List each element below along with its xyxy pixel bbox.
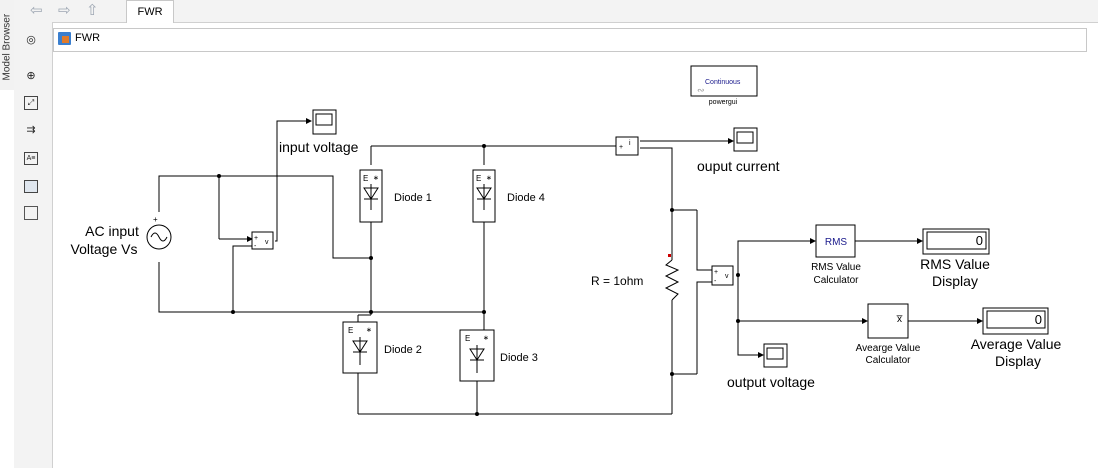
ac-voltage-source[interactable]: +	[146, 215, 172, 250]
zoom-in-icon[interactable]: ⊕	[26, 70, 36, 82]
svg-text:∗: ∗	[486, 175, 492, 182]
svg-text:v: v	[265, 239, 269, 246]
wire-junctions	[217, 144, 740, 416]
fit-view-icon[interactable]: ⤢	[24, 96, 38, 110]
diode-3[interactable]: E ∗	[459, 329, 495, 382]
top-toolbar: ⇦ ⇨ ⇧ FWR	[14, 0, 1098, 23]
scope-output-current[interactable]	[733, 127, 758, 152]
rms-calculator-block[interactable]: RMS	[815, 224, 856, 258]
rms-display-label-2: Display	[932, 273, 978, 289]
arrow-right-icon[interactable]: ⇉	[26, 124, 36, 136]
ac-source-label-1: AC input	[85, 223, 139, 239]
hide-browser-icon[interactable]: ◎	[26, 34, 36, 46]
svg-text:E: E	[465, 334, 470, 343]
diagram-svg: + AC input Voltage Vs + - v input voltag…	[71, 65, 1062, 416]
svg-text:∗: ∗	[366, 327, 372, 334]
diode-4[interactable]: E ∗	[472, 169, 496, 223]
svg-text:-: -	[714, 278, 717, 285]
image-icon[interactable]	[24, 180, 38, 193]
powergui-label: powergui	[709, 99, 738, 106]
diode-1-label: Diode 1	[394, 192, 432, 204]
tab-fwr[interactable]: FWR	[126, 0, 174, 23]
diode-2-label: Diode 2	[384, 344, 422, 356]
forward-arrow-icon[interactable]: ⇨	[58, 2, 71, 19]
rms-calc-label-2: Calculator	[813, 275, 859, 286]
svg-text:∗: ∗	[483, 335, 489, 342]
average-display-block[interactable]: 0	[982, 307, 1049, 335]
avg-display-value: 0	[1035, 312, 1042, 327]
input-voltage-label: input voltage	[279, 139, 359, 155]
diode-1[interactable]: E ∗	[359, 169, 383, 223]
rms-display-block[interactable]: 0	[922, 228, 990, 255]
powergui-block[interactable]: Continuous ∾	[690, 65, 758, 97]
svg-text:E: E	[348, 326, 353, 335]
back-arrow-icon[interactable]: ⇦	[30, 2, 43, 19]
avg-calc-label-2: Calculator	[865, 355, 911, 366]
svg-text:E: E	[476, 174, 481, 183]
svg-text:x̅: x̅	[896, 314, 902, 325]
output-current-label: ouput current	[697, 158, 780, 174]
scope-output-voltage[interactable]	[763, 343, 788, 368]
rms-block-text: RMS	[825, 237, 848, 248]
model-browser-label: Model Browser	[1, 13, 13, 81]
ac-source-label-2: Voltage Vs	[71, 241, 138, 257]
rms-display-value: 0	[976, 233, 983, 248]
model-canvas[interactable]: + AC input Voltage Vs + - v input voltag…	[53, 55, 1098, 468]
address-bar[interactable]: FWR	[53, 28, 1087, 52]
output-voltage-label: output voltage	[727, 374, 815, 390]
voltage-measurement-input[interactable]: + - v	[251, 231, 274, 250]
wires	[158, 118, 983, 415]
resistor-label: R = 1ohm	[591, 274, 643, 288]
diode-2[interactable]: E ∗	[342, 321, 378, 374]
scope-input-voltage[interactable]	[312, 109, 337, 135]
resistor[interactable]	[664, 248, 680, 312]
annotation-icon[interactable]: A≡	[24, 152, 38, 165]
rms-calc-label-1: RMS Value	[811, 262, 861, 273]
svg-text:∗: ∗	[373, 175, 379, 182]
svg-text:i: i	[629, 140, 631, 147]
area-icon[interactable]	[24, 206, 38, 220]
left-toolbar: ◎ ⊕ ⤢ ⇉ A≡	[14, 22, 53, 468]
up-arrow-icon[interactable]: ⇧	[86, 2, 99, 19]
address-model-name: FWR	[75, 32, 101, 44]
model-icon	[58, 32, 71, 45]
svg-text:+: +	[619, 144, 623, 151]
avg-calc-label-1: Avearge Value	[856, 343, 921, 354]
avg-display-label-1: Average Value	[971, 336, 1062, 352]
avg-display-label-2: Display	[995, 353, 1041, 369]
rms-display-label-1: RMS Value	[920, 256, 990, 272]
svg-text:v: v	[725, 273, 729, 280]
svg-text:+: +	[254, 235, 258, 242]
powergui-icon: ∾	[697, 85, 705, 95]
average-calculator-block[interactable]: x̅	[867, 303, 909, 339]
svg-text:+: +	[714, 269, 718, 276]
current-measurement[interactable]: + i	[615, 136, 639, 156]
voltage-measurement-output[interactable]: + - v	[711, 265, 734, 286]
diode-4-label: Diode 4	[507, 192, 545, 204]
svg-text:+: +	[153, 215, 158, 224]
powergui-mode: Continuous	[705, 79, 741, 86]
diode-3-label: Diode 3	[500, 352, 538, 364]
svg-text:E: E	[363, 174, 368, 183]
model-browser-tab[interactable]: Model Browser	[0, 0, 15, 90]
svg-text:-: -	[254, 243, 257, 250]
